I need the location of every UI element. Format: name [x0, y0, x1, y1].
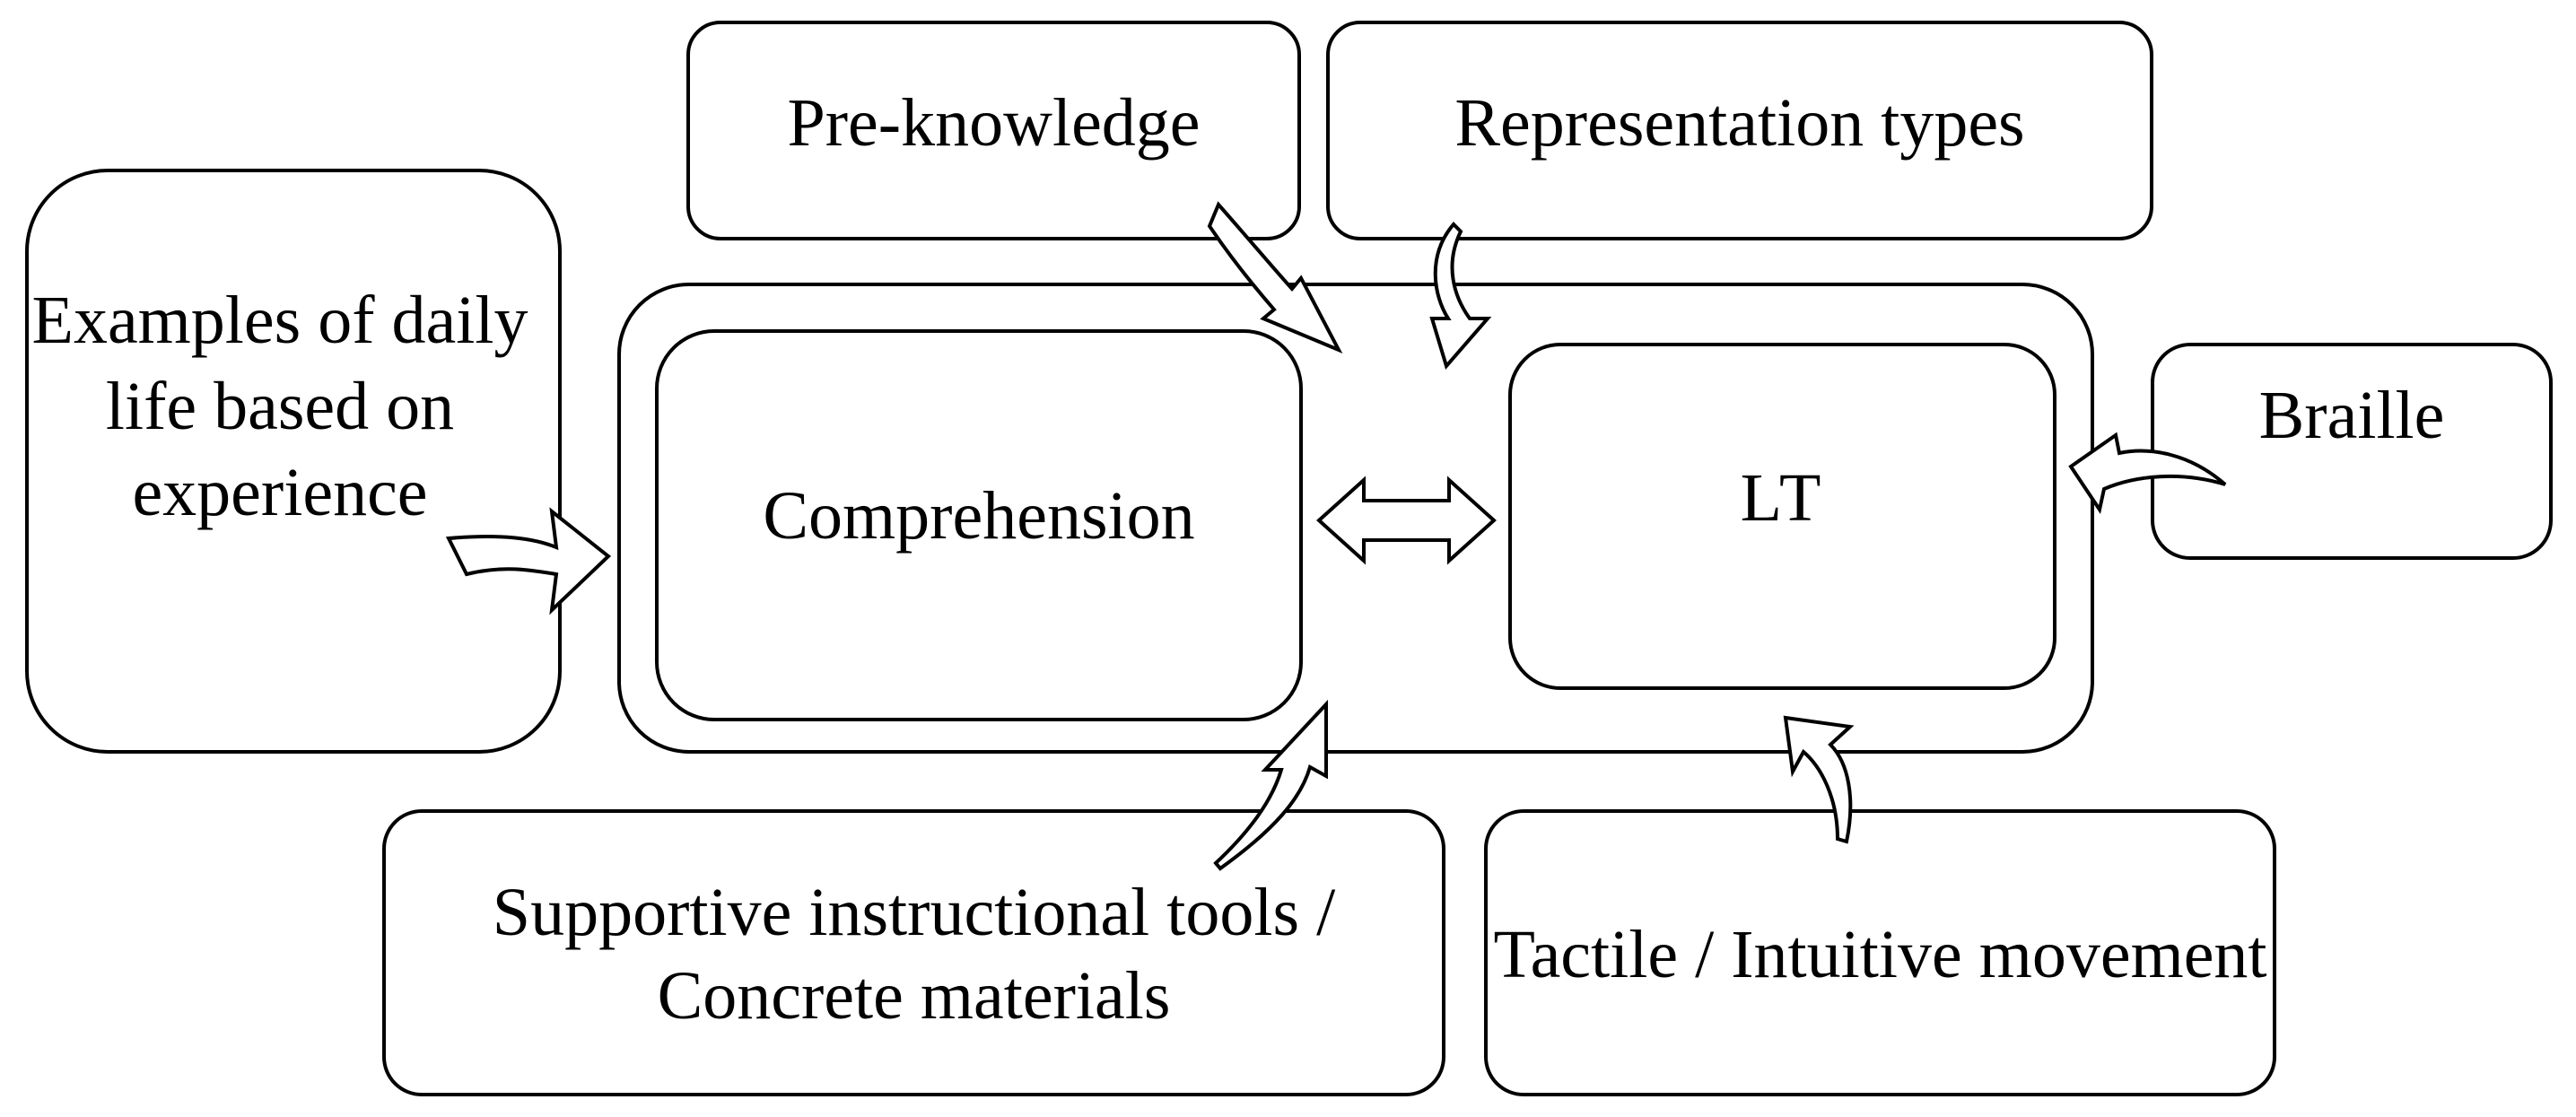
pre-knowledge-label: Pre-knowledge — [787, 85, 1201, 161]
comprehension-lt-double-arrow — [1316, 476, 1497, 565]
braille-node: Braille — [2151, 343, 2553, 560]
outer-group-box — [617, 283, 2094, 754]
lt-node: LT — [1508, 343, 2056, 690]
comprehension-node: Comprehension — [655, 329, 1303, 721]
tactile-node: Tactile / Intuitive movement — [1484, 809, 2276, 1096]
pre-knowledge-arrow — [1207, 201, 1343, 353]
examples-node: Examples of daily life based on experien… — [25, 169, 562, 754]
supportive-tools-arrow — [1213, 699, 1328, 871]
braille-label: Braille — [2258, 377, 2445, 453]
braille-arrow — [2068, 432, 2227, 515]
supportive-tools-label: Supportive instructional tools / Concret… — [492, 875, 1336, 1034]
representation-types-node: Representation types — [1326, 21, 2153, 240]
representation-types-arrow — [1429, 222, 1492, 371]
examples-arrow — [445, 507, 612, 615]
comprehension-label: Comprehension — [763, 478, 1195, 554]
tactile-arrow — [1783, 715, 1855, 844]
pre-knowledge-node: Pre-knowledge — [686, 21, 1301, 240]
representation-types-label: Representation types — [1454, 85, 2025, 161]
supportive-tools-node: Supportive instructional tools / Concret… — [382, 809, 1445, 1096]
examples-label: Examples of daily life based on experien… — [31, 283, 528, 530]
lt-label: LT — [1740, 460, 1825, 537]
tactile-label: Tactile / Intuitive movement — [1493, 916, 2267, 992]
